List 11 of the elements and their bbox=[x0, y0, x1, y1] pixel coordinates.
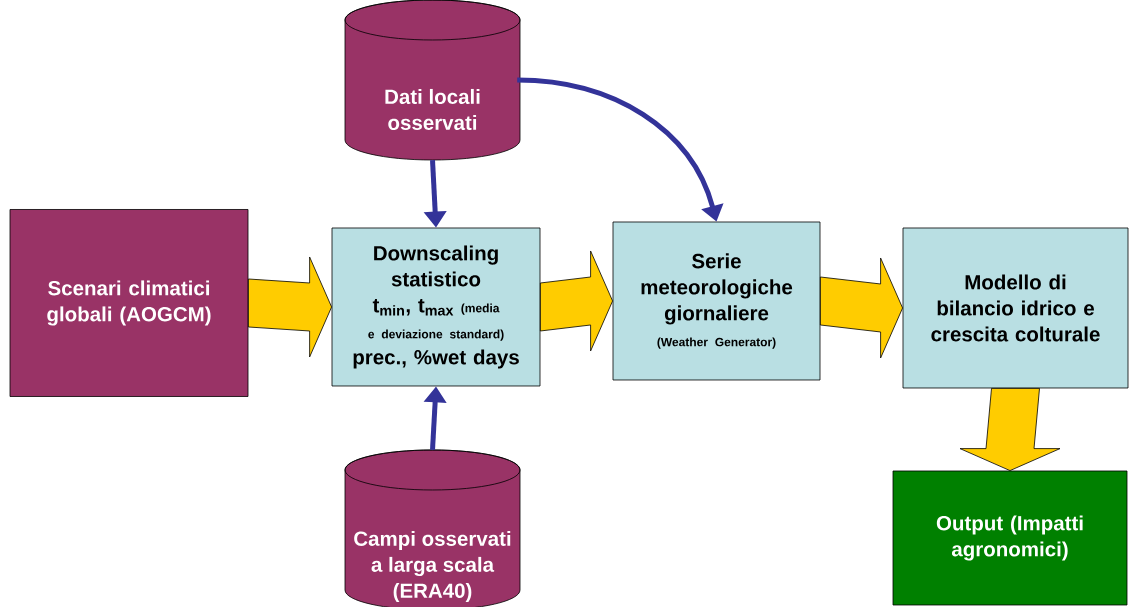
database-cylinder: Dati locali osservati bbox=[344, 0, 521, 161]
block-arrow bbox=[248, 256, 332, 358]
output-box: Output (Impatti agronomici) bbox=[892, 470, 1128, 606]
database-cylinder: Campi osservati a larga scala (ERA40) bbox=[344, 449, 521, 607]
process-box: Downscaling statistico t$_{min}$, t$_{max}$ (media e deviazione standard) prec., %wet days bbox=[331, 227, 541, 387]
block-arrow bbox=[820, 257, 903, 359]
scenario-box: Scenari climatici globali (AOGCM) bbox=[9, 209, 249, 397]
process-box: Modello di bilancio idrico e crescita colturale bbox=[902, 227, 1129, 389]
block-arrow bbox=[540, 250, 613, 352]
process-box: Serie meteorologiche giornaliere (Weather Generator) bbox=[612, 221, 821, 381]
block-arrow bbox=[959, 388, 1061, 471]
